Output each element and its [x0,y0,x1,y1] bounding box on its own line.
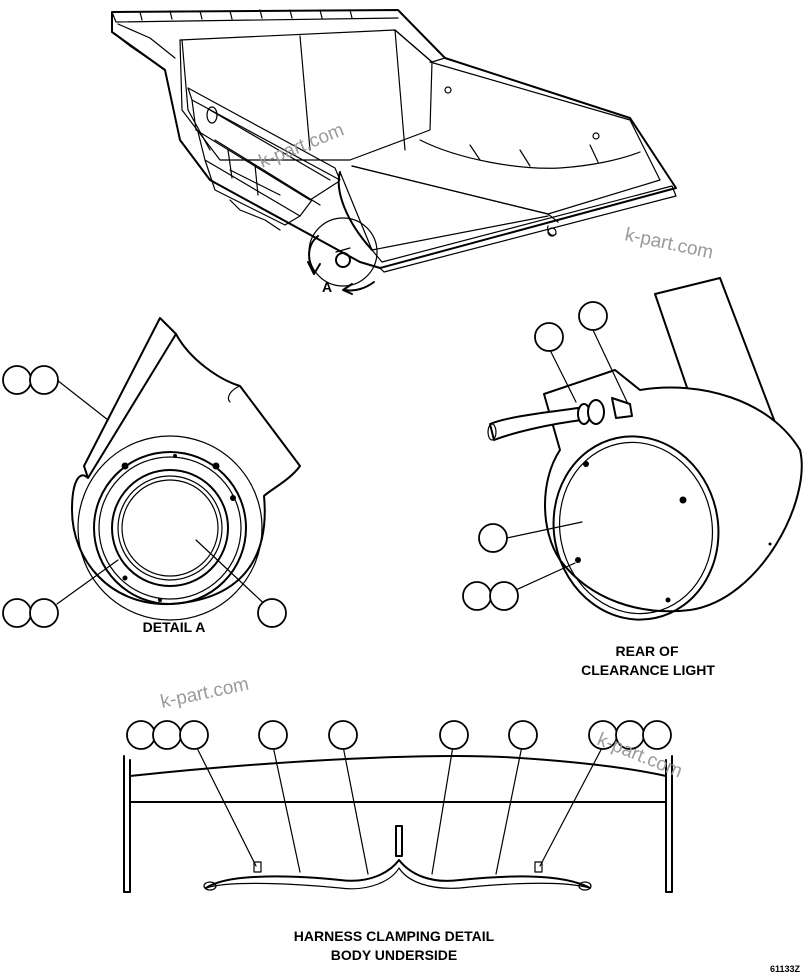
harness-clamping-illustration [123,745,673,893]
clearance-light-callouts [462,301,608,611]
clearance-light-illustration [487,277,803,621]
harness-label-line2: BODY UNDERSIDE [331,947,458,963]
watermark: k-part.com [623,224,715,263]
detail-a-label: DETAIL A [143,619,206,635]
dump-body-illustration [111,9,677,295]
rear-of-label: REAR OF [616,643,679,659]
drawing-number: 61133Z [770,964,801,974]
harness-callouts [126,720,672,750]
clearance-light-label: CLEARANCE LIGHT [581,662,715,678]
detail-a-callouts [2,365,287,628]
detail-a-illustration [56,317,301,621]
detail-a-pointer-label: A [322,279,332,295]
watermark: k-part.com [159,674,251,713]
harness-label-line1: HARNESS CLAMPING DETAIL [294,928,495,944]
